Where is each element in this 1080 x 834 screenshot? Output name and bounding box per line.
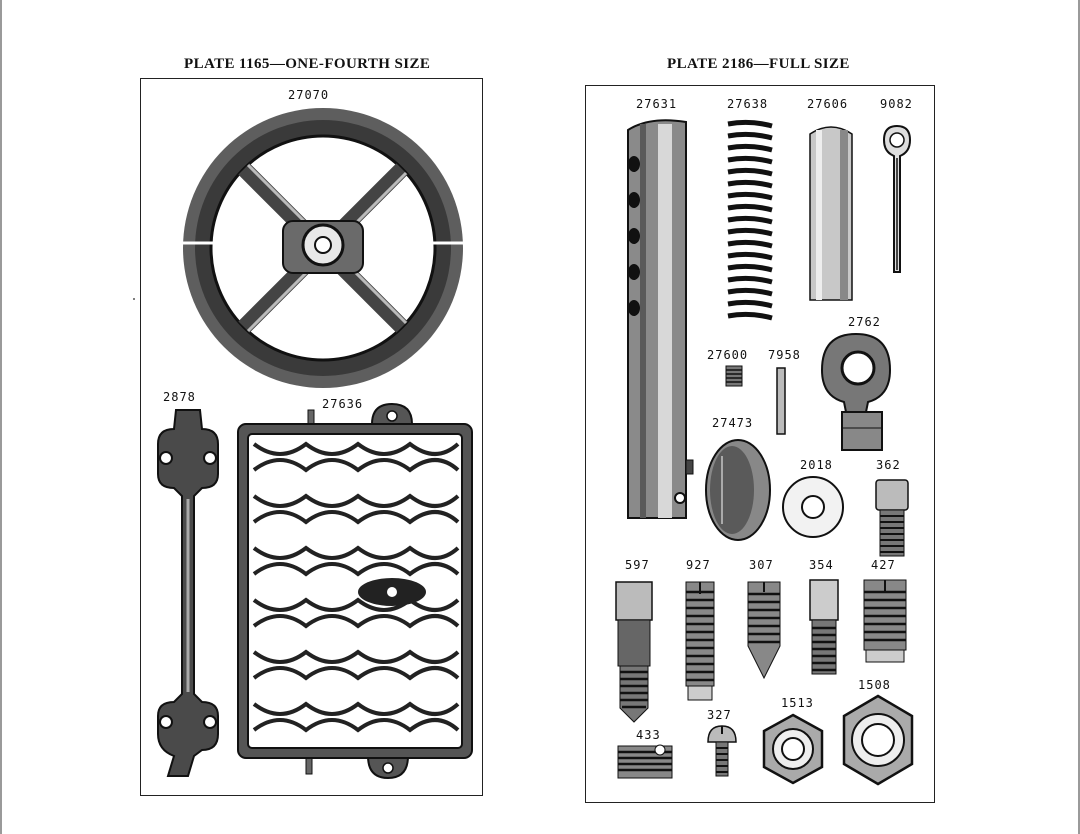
label-27606: 27606 <box>807 97 849 111</box>
pin-7958-illustration <box>776 367 786 435</box>
label-433: 433 <box>636 728 661 742</box>
screw-354-illustration <box>809 579 839 675</box>
label-1513: 1513 <box>781 696 814 710</box>
speck <box>133 298 135 300</box>
label-27600: 27600 <box>707 348 749 362</box>
washer-2018-illustration <box>782 476 844 538</box>
label-2018: 2018 <box>800 458 833 472</box>
screw-362-illustration <box>875 479 909 557</box>
handwheel-27070-illustration <box>180 108 466 388</box>
cotter-pin-9082-illustration <box>882 124 912 273</box>
bar-2878-illustration <box>157 409 219 777</box>
label-27636: 27636 <box>322 397 364 411</box>
label-27473: 27473 <box>712 416 754 430</box>
page-right-edge <box>1078 0 1080 834</box>
nut-1508-illustration <box>842 694 914 786</box>
label-9082: 9082 <box>880 97 913 111</box>
label-27631: 27631 <box>636 97 678 111</box>
label-7958: 7958 <box>768 348 801 362</box>
set-screw-27600-illustration <box>725 365 743 387</box>
grate-27636-illustration <box>237 402 473 780</box>
screw-597-illustration <box>615 581 653 723</box>
eye-bolt-2762-illustration <box>820 332 892 451</box>
label-327: 327 <box>707 708 732 722</box>
label-27070: 27070 <box>288 88 330 102</box>
label-354: 354 <box>809 558 834 572</box>
label-927: 927 <box>686 558 711 572</box>
tube-27631-illustration <box>627 119 694 519</box>
screw-327-illustration <box>707 725 737 777</box>
plate-title-left: PLATE 1165—ONE-FOURTH SIZE <box>184 56 431 72</box>
plate-title-right: PLATE 2186—FULL SIZE <box>667 56 850 72</box>
rod-27606-illustration <box>809 126 853 301</box>
page-left-edge <box>0 0 2 834</box>
label-307: 307 <box>749 558 774 572</box>
screw-427-illustration <box>863 579 907 663</box>
spring-27638-illustration <box>727 119 773 321</box>
label-27638: 27638 <box>727 97 769 111</box>
screw-307-illustration <box>747 581 781 680</box>
label-2878: 2878 <box>163 390 196 404</box>
label-427: 427 <box>871 558 896 572</box>
label-362: 362 <box>876 458 901 472</box>
screw-927-illustration <box>685 581 715 701</box>
label-2762: 2762 <box>848 315 881 329</box>
nut-1513-illustration <box>762 713 824 785</box>
plug-433-illustration <box>617 744 673 779</box>
label-1508: 1508 <box>858 678 891 692</box>
disc-27473-illustration <box>705 439 771 541</box>
label-597: 597 <box>625 558 650 572</box>
